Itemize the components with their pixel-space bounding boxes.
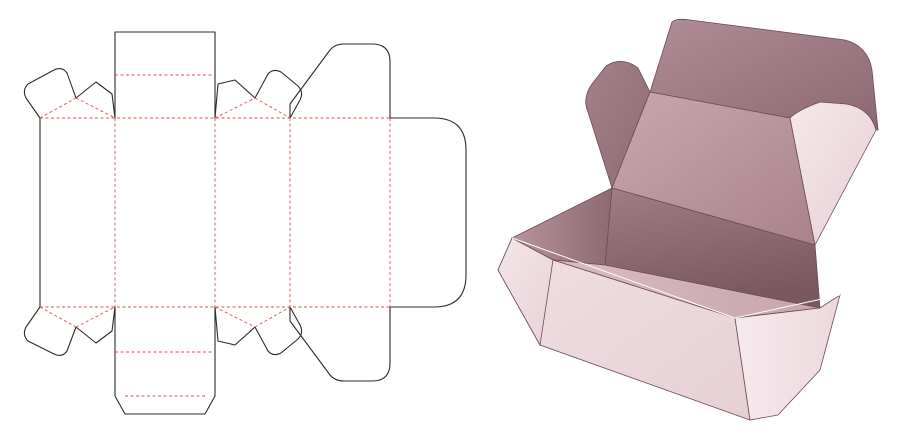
mid-top-flap — [254, 69, 303, 119]
right-dust-flap — [789, 101, 877, 247]
dieline — [23, 31, 467, 415]
outer-left-chamfer — [497, 237, 554, 347]
right-bottom-tuck — [289, 307, 391, 382]
left-top-flap — [23, 67, 77, 119]
outer-right-panel — [734, 294, 841, 421]
left-bottom-gusset — [75, 306, 116, 344]
left-bottom-flap — [23, 306, 77, 357]
rim-line-front — [511, 237, 736, 319]
far-right-tuck — [390, 117, 467, 308]
mid-bottom-flap — [254, 306, 303, 356]
box-3d — [497, 18, 879, 421]
mid-bottom-gusset — [214, 306, 256, 346]
left-top-gusset — [75, 81, 116, 119]
fold-lines — [39, 74, 391, 397]
mid-top-gusset — [214, 79, 256, 119]
right-top-tuck — [289, 43, 391, 118]
bottom-strip-cut — [114, 307, 216, 415]
rim-line-right — [734, 294, 841, 319]
left-dust-flap — [585, 61, 651, 190]
